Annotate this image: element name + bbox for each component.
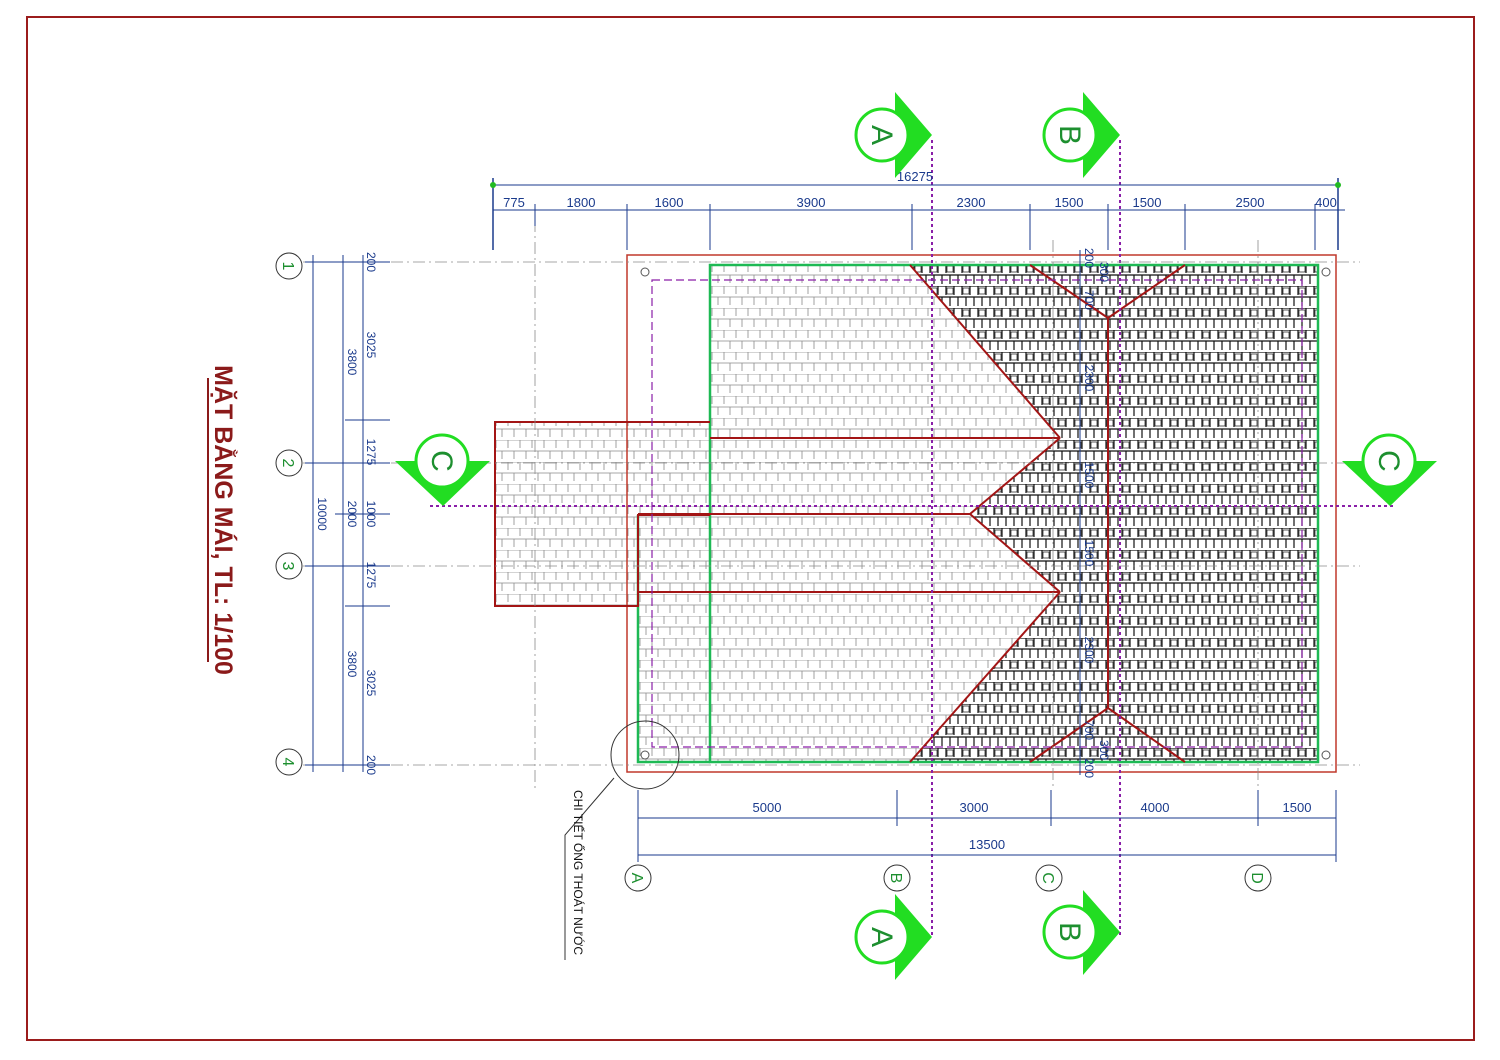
svg-text:B: B [1053, 125, 1086, 145]
roof-hip-area [910, 265, 1318, 762]
dim-top-1: 775 [503, 195, 525, 210]
sheet-frame [26, 16, 1475, 1041]
dim-left-inner-6: 3025 [364, 670, 378, 697]
section-marker-b-top: B [1042, 92, 1120, 178]
drawing-title: MẶT BẰNG MÁI, TL: 1/100 [209, 365, 238, 675]
dim-ridge-3: 700 [1082, 290, 1096, 310]
dim-bottom-4: 1500 [1283, 800, 1312, 815]
grid-col-a: A [628, 873, 645, 884]
dim-left-inner-7: 200 [364, 755, 378, 775]
dim-top-total: 16275 [897, 169, 933, 184]
dim-top-4: 3900 [797, 195, 826, 210]
dim-ridge-5: 1500 [1082, 462, 1096, 489]
dim-left-mid-2: 2000 [345, 501, 359, 528]
dim-ridge-7: 2300 [1082, 637, 1096, 664]
dim-top-2: 1800 [567, 195, 596, 210]
dim-left-total: 10000 [315, 497, 329, 531]
roof-tiles [495, 265, 1318, 762]
wall-outline [651, 279, 1303, 748]
dim-ridge-8: 700 [1082, 720, 1096, 740]
drain-pipes [640, 267, 1331, 760]
drain-detail-callout [610, 720, 680, 790]
drain-leader-line [564, 777, 615, 960]
dim-left-inner-2: 3025 [364, 332, 378, 359]
dim-top-9: 400 [1315, 195, 1337, 210]
section-marker-c-right: C [1342, 433, 1437, 506]
dim-bottom-2: 3000 [960, 800, 989, 815]
ridge-dimensions: 200 300 700 2300 1500 1500 2300 700 300 … [1079, 248, 1111, 778]
svg-text:B: B [1053, 922, 1086, 942]
bottom-dimensions: 5000 3000 4000 1500 13500 [637, 790, 1337, 862]
dim-bottom-total: 13500 [969, 837, 1005, 852]
grid-col-b: B [887, 873, 904, 884]
top-dimensions: 16275 775 1800 1600 3900 2300 1500 1500 … [490, 169, 1345, 250]
dim-left-inner-3: 1275 [364, 439, 378, 466]
grid-column-bubbles [624, 864, 1272, 892]
section-marker-a-bottom: A [854, 894, 932, 980]
section-marker-b-bottom: B [1042, 890, 1120, 975]
dim-ridge-9: 300 [1097, 740, 1111, 760]
dim-left-inner-4: 1000 [364, 501, 378, 528]
grid-row-1: 1 [279, 262, 296, 271]
svg-text:C: C [425, 450, 458, 472]
dim-top-5: 2300 [957, 195, 986, 210]
dim-ridge-10: 200 [1082, 758, 1096, 778]
dim-top-6: 1500 [1055, 195, 1084, 210]
left-dimensions: 10000 3800 2000 3800 200 3025 1275 1000 … [305, 252, 390, 775]
dim-left-inner-5: 1275 [364, 562, 378, 589]
section-cut-lines [430, 140, 1395, 935]
dim-top-3: 1600 [655, 195, 684, 210]
grid-row-3: 3 [279, 562, 296, 571]
dim-bottom-1: 5000 [753, 800, 782, 815]
dim-left-inner-1: 200 [364, 252, 378, 272]
svg-text:A: A [865, 927, 898, 947]
grid-row-bubbles [275, 252, 303, 776]
dim-left-mid-3: 3800 [345, 651, 359, 678]
svg-text:A: A [865, 125, 898, 145]
dim-top-8: 2500 [1236, 195, 1265, 210]
section-marker-a-top: A [854, 92, 932, 178]
drain-detail-note: CHI TIẾT ỐNG THOÁT NƯỚC [571, 790, 586, 955]
roof-eave-outline [626, 254, 1337, 773]
dim-ridge-2: 300 [1097, 262, 1111, 282]
dim-top-7: 1500 [1133, 195, 1162, 210]
dim-bottom-3: 4000 [1141, 800, 1170, 815]
dim-ridge-1: 200 [1082, 248, 1096, 268]
section-marker-c-left: C [395, 433, 490, 506]
grid-col-c: C [1039, 872, 1056, 884]
grid-row-2: 2 [279, 459, 296, 468]
dim-left-mid-1: 3800 [345, 349, 359, 376]
grid-row-4: 4 [279, 758, 296, 767]
svg-text:C: C [1372, 450, 1405, 472]
dim-ridge-6: 1500 [1082, 540, 1096, 567]
grid-col-d: D [1248, 872, 1265, 884]
dim-ridge-4: 2300 [1082, 365, 1096, 392]
